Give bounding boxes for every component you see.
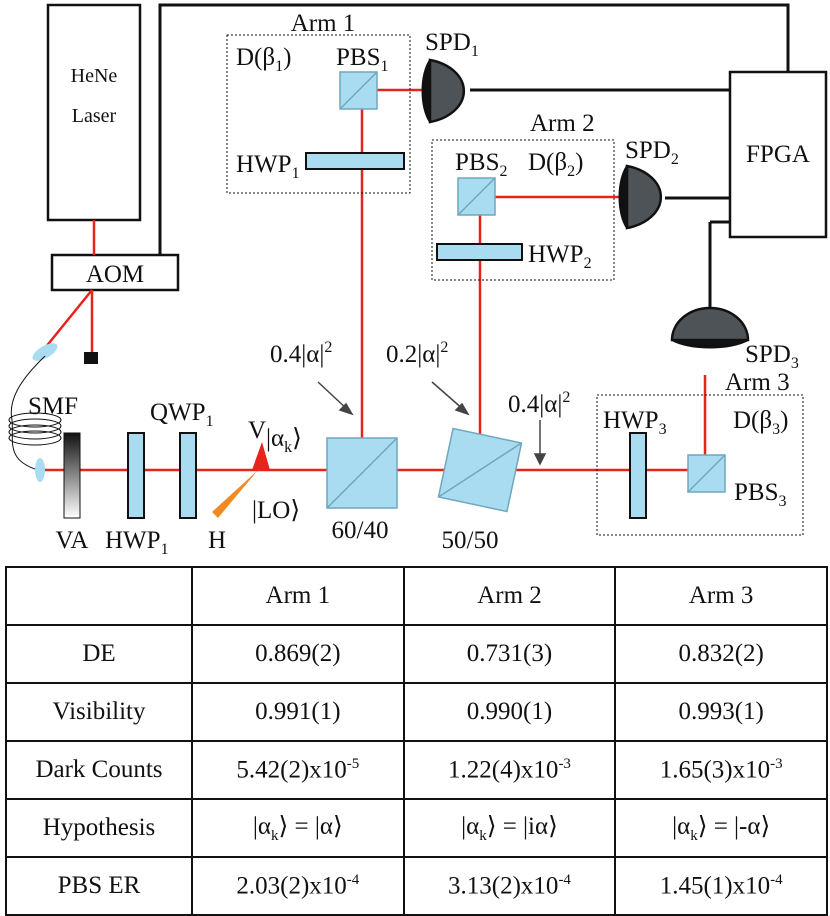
row-label: DE — [5, 624, 193, 684]
smf-label: SMF — [28, 393, 78, 420]
spd2-face — [618, 165, 628, 229]
spd2-detector — [625, 164, 663, 230]
bs1-label: 60/40 — [332, 517, 389, 544]
spd1-label: SPD1 — [425, 29, 479, 60]
arm2-title: Arm 2 — [530, 110, 595, 137]
table-row: Hypothesis|αk⟩ = |α⟩|αk⟩ = |iα⟩|αk⟩ = |-… — [5, 798, 828, 858]
v-label: V — [248, 417, 266, 444]
spd3-detector — [670, 306, 750, 342]
beamsplitter-50-50 — [437, 427, 523, 513]
qwp1-label: QWP1 — [150, 399, 214, 430]
table-cell: |αk⟩ = |α⟩ — [191, 798, 405, 858]
table-cell: |αk⟩ = |iα⟩ — [402, 798, 617, 858]
spd1-detector — [428, 58, 466, 124]
beamsplitter-60-40 — [326, 437, 398, 509]
table-cell: 0.731(3) — [402, 624, 617, 684]
spd2-label: SPD2 — [625, 137, 679, 168]
table-cell: 2.03(2)x10-4 — [191, 856, 405, 916]
table-header-cell: Arm 2 — [402, 566, 617, 626]
laser-label-line2: Laser — [72, 105, 117, 127]
arm3-displacement-label: D(β3) — [733, 407, 788, 438]
table-cell: 1.22(4)x10-3 — [402, 740, 617, 800]
h-polarized-pulse — [212, 470, 258, 518]
aom-label: AOM — [86, 261, 144, 288]
hwp1-label: HWP1 — [105, 527, 169, 558]
bs2-label: 50/50 — [442, 527, 499, 554]
lo-label: |LO⟩ — [252, 497, 300, 524]
table-header-cell: Arm 3 — [614, 566, 828, 626]
control-wires — [158, 3, 790, 315]
table-cell: 1.45(1)x10-4 — [614, 856, 828, 916]
table-cell: 0.990(1) — [402, 682, 617, 742]
spd3-label: SPD3 — [745, 341, 799, 372]
arm1-hwp-label: HWP1 — [236, 151, 300, 182]
arm1-displacement-box — [226, 34, 411, 194]
hwp3-waveplate — [629, 432, 647, 519]
arm3-hwp-label: HWP3 — [603, 407, 667, 438]
fpga-box — [728, 70, 828, 239]
row-label: Dark Counts — [5, 740, 193, 800]
qwp1-waveplate — [179, 432, 197, 519]
table-cell: 0.869(2) — [191, 624, 405, 684]
row-label: PBS ER — [5, 856, 193, 916]
fiber-coil — [8, 355, 62, 471]
alpha-k-label: |αk⟩ — [266, 425, 302, 456]
table-cell: 5.42(2)x10-5 — [191, 740, 405, 800]
arm2-displacement-label: D(β2) — [528, 149, 583, 180]
spd1-face — [421, 59, 431, 123]
va-label: VA — [56, 527, 89, 554]
power-label-arm1: 0.4|α|2 — [270, 339, 332, 368]
row-label: Hypothesis — [5, 798, 193, 858]
fiber-coupler-top — [32, 343, 58, 361]
pbs3-label: PBS3 — [734, 479, 786, 510]
table-header-cell: Arm 1 — [191, 566, 405, 626]
laser-label-line1: HeNe — [71, 65, 118, 87]
arm1-displacement-label: D(β1) — [236, 44, 291, 75]
table-header-cell — [5, 566, 193, 626]
arm3-title: Arm 3 — [725, 369, 790, 396]
beam-dump — [84, 352, 98, 364]
spd3-face — [671, 339, 749, 349]
h-label: H — [208, 527, 226, 554]
table-cell: |αk⟩ = |-α⟩ — [614, 798, 828, 858]
arm3-displacement-box — [596, 394, 804, 536]
table-cell: 3.13(2)x10-4 — [402, 856, 617, 916]
pbs2-label: PBS2 — [455, 149, 507, 180]
table-cell: 1.65(3)x10-3 — [614, 740, 828, 800]
hwp1-arm-waveplate — [305, 152, 405, 170]
variable-attenuator — [63, 432, 81, 519]
row-label: Visibility — [5, 682, 193, 742]
table-cell: 0.832(2) — [614, 624, 828, 684]
power-label-arm2: 0.2|α|2 — [386, 339, 448, 368]
v-polarized-pulse — [252, 442, 270, 470]
fpga-label: FPGA — [746, 141, 810, 168]
arm2-displacement-box — [431, 139, 615, 281]
pbs2 — [457, 177, 496, 216]
pbs3 — [687, 454, 726, 493]
fiber-coupler-bottom — [35, 458, 45, 482]
pbs1-label: PBS1 — [336, 44, 388, 75]
power-label-arm3: 0.4|α|2 — [508, 389, 570, 418]
arm1-title: Arm 1 — [291, 10, 356, 37]
pbs1 — [339, 71, 378, 110]
hene-laser — [46, 3, 142, 222]
aom-box — [50, 253, 180, 292]
table-cell: 0.991(1) — [191, 682, 405, 742]
hwp2-waveplate — [436, 243, 523, 261]
arm2-hwp-label: HWP2 — [528, 241, 592, 272]
power-arrows — [317, 381, 547, 466]
optical-setup-diagram: HeNe Laser AOM FPGA SMF VA HWP1 — [8, 3, 828, 558]
hwp1-waveplate — [127, 432, 145, 519]
table-cell: 0.993(1) — [614, 682, 828, 742]
